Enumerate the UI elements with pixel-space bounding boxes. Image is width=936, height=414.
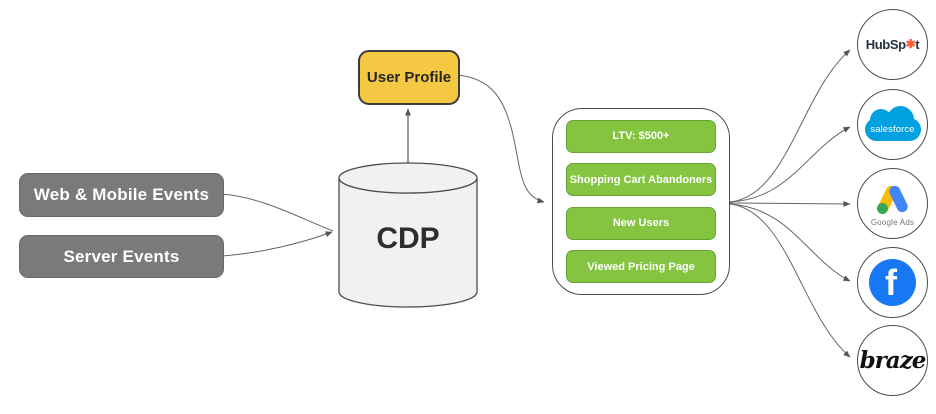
- google-ads-green-dot: [876, 203, 888, 214]
- connector-segments-to-google-ads: [729, 200, 851, 207]
- user-profile-label: User Profile: [366, 69, 452, 86]
- connector-user-profile-to-segments: [456, 74, 545, 204]
- source-box-web-mobile-events: Web & Mobile Events: [19, 173, 224, 217]
- integration-circle-braze: braze: [857, 325, 928, 396]
- segment-label: Shopping Cart Abandoners: [569, 173, 713, 186]
- source-label-server: Server Events: [63, 246, 180, 266]
- segments-panel: LTV: $500+ Shopping Cart Abandoners New …: [552, 108, 730, 295]
- braze-wordmark: braze: [859, 347, 927, 374]
- salesforce-wordmark: salesforce: [870, 124, 915, 135]
- cdp-label: CDP: [376, 222, 440, 255]
- google-ads-caption: Google Ads: [870, 218, 915, 227]
- connector-web-mobile-to-cdp: [221, 193, 334, 232]
- segment-label: Viewed Pricing Page: [587, 260, 695, 273]
- salesforce-cloud-icon: salesforce: [864, 106, 921, 141]
- hubspot-sprocket-icon: ✱: [905, 37, 916, 51]
- connector-server-to-cdp: [221, 231, 333, 257]
- segment-item-cart-abandoners: Shopping Cart Abandoners: [566, 163, 716, 197]
- facebook-icon: f: [869, 259, 916, 306]
- source-box-server-events: Server Events: [19, 235, 224, 278]
- user-profile-box: User Profile: [358, 50, 460, 105]
- source-label-web-mobile: Web & Mobile Events: [33, 185, 210, 204]
- segment-item-new-users: New Users: [566, 206, 716, 240]
- hubspot-word-post: t: [915, 37, 920, 52]
- connector-segments-to-salesforce: [729, 126, 851, 203]
- google-ads-icon: [875, 184, 911, 215]
- segment-label: LTV: $500+: [612, 130, 670, 143]
- connector-segments-to-hubspot: [729, 49, 851, 203]
- connector-segments-to-facebook: [729, 203, 851, 282]
- integration-circle-google-ads: Google Ads: [857, 168, 928, 239]
- segment-label: New Users: [612, 217, 670, 230]
- integration-circle-salesforce: salesforce: [857, 89, 928, 160]
- hubspot-word-pre: HubSp: [865, 37, 906, 52]
- connector-segments-to-braze: [729, 203, 851, 358]
- segment-item-viewed-pricing: Viewed Pricing Page: [566, 250, 716, 284]
- segment-item-ltv: LTV: $500+: [566, 119, 716, 153]
- hubspot-logo: HubSp✱t: [865, 37, 920, 52]
- facebook-letter: f: [885, 262, 897, 303]
- integration-circle-facebook: f: [857, 247, 928, 318]
- integration-circle-hubspot: HubSp✱t: [857, 9, 928, 80]
